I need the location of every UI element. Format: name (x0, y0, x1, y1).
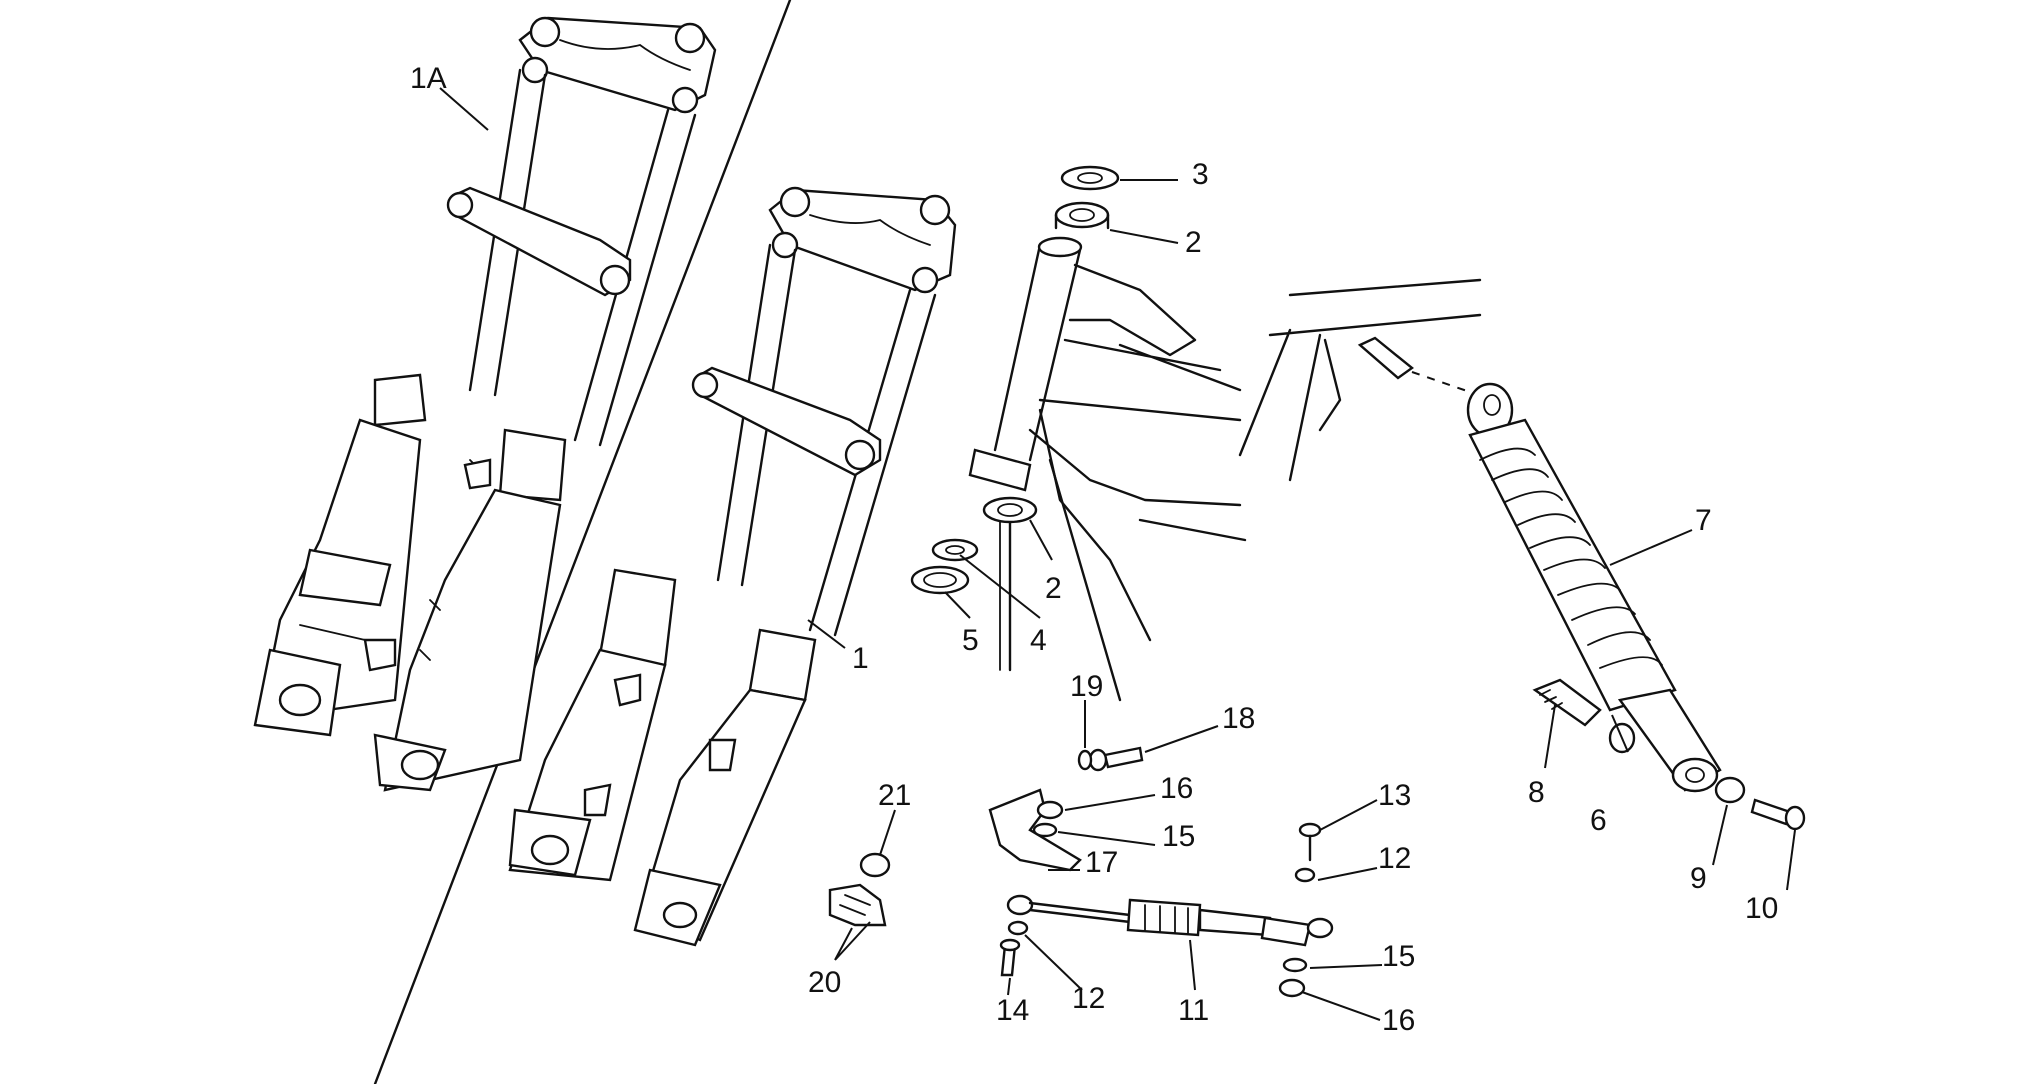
callout-labels: 1A 1 2 2 3 4 5 6 7 8 9 10 11 12 12 13 14… (410, 62, 1778, 1037)
callout-3: 3 (1192, 158, 1209, 191)
callout-16-upper: 16 (1160, 772, 1193, 805)
callout-9: 9 (1690, 862, 1707, 895)
callout-2-lower: 2 (1045, 572, 1062, 605)
callout-19: 19 (1070, 670, 1103, 703)
callout-15-upper: 15 (1162, 820, 1195, 853)
callout-21: 21 (878, 779, 911, 812)
callout-12-right: 12 (1378, 842, 1411, 875)
callout-11: 11 (1178, 994, 1209, 1027)
callout-16-lower: 16 (1382, 1004, 1415, 1037)
callout-17: 17 (1085, 846, 1118, 879)
callout-15-lower: 15 (1382, 940, 1415, 973)
fork-assembly-1A (253, 16, 717, 792)
callout-leaders (439, 87, 1796, 1021)
fork-assembly-1 (508, 186, 957, 947)
callout-13: 13 (1378, 779, 1411, 812)
callout-12-left: 12 (1072, 982, 1105, 1015)
callout-2-top: 2 (1185, 226, 1202, 259)
callout-20: 20 (808, 966, 841, 999)
callout-7: 7 (1695, 504, 1712, 537)
callout-1A: 1A (410, 62, 447, 95)
callout-18: 18 (1222, 702, 1255, 735)
callout-10: 10 (1745, 892, 1778, 925)
callout-5: 5 (962, 624, 979, 657)
divider-line (373, 0, 792, 1084)
callout-6: 6 (1590, 804, 1607, 837)
callout-4: 4 (1030, 624, 1047, 657)
steering-damper-assembly (828, 746, 1334, 998)
callout-14: 14 (996, 994, 1029, 1027)
callout-8: 8 (1528, 776, 1545, 809)
rear-shock-assembly (1238, 278, 1806, 831)
callout-1: 1 (852, 642, 869, 675)
